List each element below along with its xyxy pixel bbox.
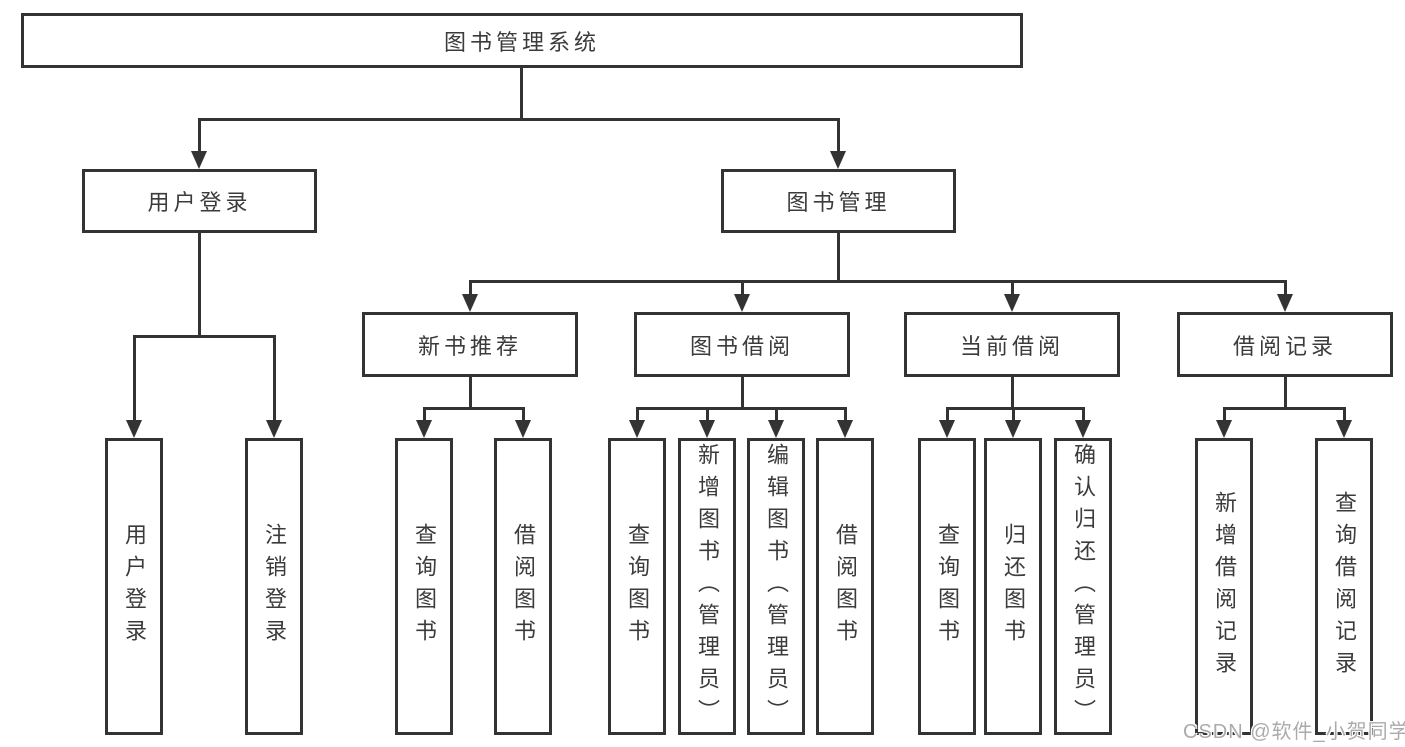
arrowhead-down-icon xyxy=(1336,420,1352,438)
leaf-label: 归还图书 xyxy=(1001,522,1026,651)
arrowhead-down-icon xyxy=(699,420,715,438)
leaf-label: 新增图书（管理员） xyxy=(695,442,720,731)
leaf-label: 注销登录 xyxy=(262,522,287,651)
connector-line xyxy=(133,335,136,423)
arrowhead-down-icon xyxy=(1075,420,1091,438)
arrowhead-down-icon xyxy=(266,420,282,438)
arrowhead-down-icon xyxy=(126,420,142,438)
node-library-management-system: 图书管理系统 xyxy=(21,13,1023,68)
leaf-add-borrow-record: 新增借阅记录 xyxy=(1195,438,1253,735)
leaf-query-books-current: 查询图书 xyxy=(918,438,976,735)
arrowhead-down-icon xyxy=(462,294,478,312)
leaf-label: 借阅图书 xyxy=(833,522,858,651)
arrowhead-down-icon xyxy=(1216,420,1232,438)
connector-line xyxy=(522,407,525,422)
connector-line xyxy=(469,280,472,296)
arrowhead-down-icon xyxy=(837,420,853,438)
connector-line xyxy=(946,407,949,422)
connector-line xyxy=(423,407,426,422)
leaf-user-login: 用户登录 xyxy=(105,438,163,735)
connector-line xyxy=(1011,377,1014,410)
leaf-label: 借阅图书 xyxy=(511,522,536,651)
arrowhead-down-icon xyxy=(830,151,846,169)
arrowhead-down-icon xyxy=(734,294,750,312)
connector-line xyxy=(423,407,525,410)
connector-line xyxy=(1012,407,1015,422)
node-book-management: 图书管理 xyxy=(721,169,956,233)
leaf-add-book-admin: 新增图书（管理员） xyxy=(678,438,736,735)
arrowhead-down-icon xyxy=(768,420,784,438)
leaf-confirm-return-admin: 确认归还（管理员） xyxy=(1054,438,1112,735)
arrowhead-down-icon xyxy=(1277,294,1293,312)
leaf-query-borrow-record: 查询借阅记录 xyxy=(1315,438,1373,735)
connector-line xyxy=(469,377,472,410)
connector-line xyxy=(1284,377,1287,410)
connector-line xyxy=(198,118,840,121)
connector-line xyxy=(775,407,778,422)
connector-line xyxy=(1343,407,1346,422)
arrowhead-down-icon xyxy=(515,420,531,438)
connector-line xyxy=(198,233,201,338)
connector-line xyxy=(844,407,847,422)
arrowhead-down-icon xyxy=(629,420,645,438)
leaf-label: 查询借阅记录 xyxy=(1332,490,1357,683)
leaf-label: 编辑图书（管理员） xyxy=(764,442,789,731)
leaf-return-book: 归还图书 xyxy=(984,438,1042,735)
leaf-query-books-recommend: 查询图书 xyxy=(395,438,453,735)
connector-line xyxy=(636,407,639,422)
connector-line xyxy=(520,68,523,121)
arrowhead-down-icon xyxy=(1005,420,1021,438)
node-book-borrowing: 图书借阅 xyxy=(634,312,850,377)
connector-line xyxy=(133,335,276,338)
arrowhead-down-icon xyxy=(1004,294,1020,312)
connector-line xyxy=(469,280,1287,283)
leaf-label: 查询图书 xyxy=(412,522,437,651)
leaf-borrow-books-recommend: 借阅图书 xyxy=(494,438,552,735)
csdn-watermark: CSDN @软件_小贺同学 xyxy=(1183,721,1405,743)
leaf-query-books-borrowing: 查询图书 xyxy=(608,438,666,735)
connector-line xyxy=(1223,407,1226,422)
leaf-label: 查询图书 xyxy=(625,522,650,651)
leaf-label: 新增借阅记录 xyxy=(1212,490,1237,683)
leaf-edit-book-admin: 编辑图书（管理员） xyxy=(747,438,805,735)
arrowhead-down-icon xyxy=(191,151,207,169)
node-new-book-recommendation: 新书推荐 xyxy=(362,312,578,377)
node-borrowing-records: 借阅记录 xyxy=(1177,312,1393,377)
leaf-label: 用户登录 xyxy=(122,522,147,651)
connector-line xyxy=(1284,280,1287,296)
connector-line xyxy=(1082,407,1085,422)
connector-line xyxy=(273,335,276,423)
connector-line xyxy=(1223,407,1346,410)
node-current-borrowing: 当前借阅 xyxy=(904,312,1120,377)
connector-line xyxy=(741,377,744,410)
arrowhead-down-icon xyxy=(939,420,955,438)
connector-line xyxy=(837,118,840,153)
connector-line xyxy=(1011,280,1014,296)
connector-line xyxy=(837,233,840,283)
arrowhead-down-icon xyxy=(416,420,432,438)
connector-line xyxy=(636,407,847,410)
leaf-logout: 注销登录 xyxy=(245,438,303,735)
connector-line xyxy=(946,407,1085,410)
connector-line xyxy=(198,118,201,153)
leaf-label: 查询图书 xyxy=(935,522,960,651)
connector-line xyxy=(741,280,744,296)
node-user-login: 用户登录 xyxy=(82,169,317,233)
connector-line xyxy=(706,407,709,422)
leaf-borrow-books-borrowing: 借阅图书 xyxy=(816,438,874,735)
leaf-label: 确认归还（管理员） xyxy=(1071,442,1096,731)
